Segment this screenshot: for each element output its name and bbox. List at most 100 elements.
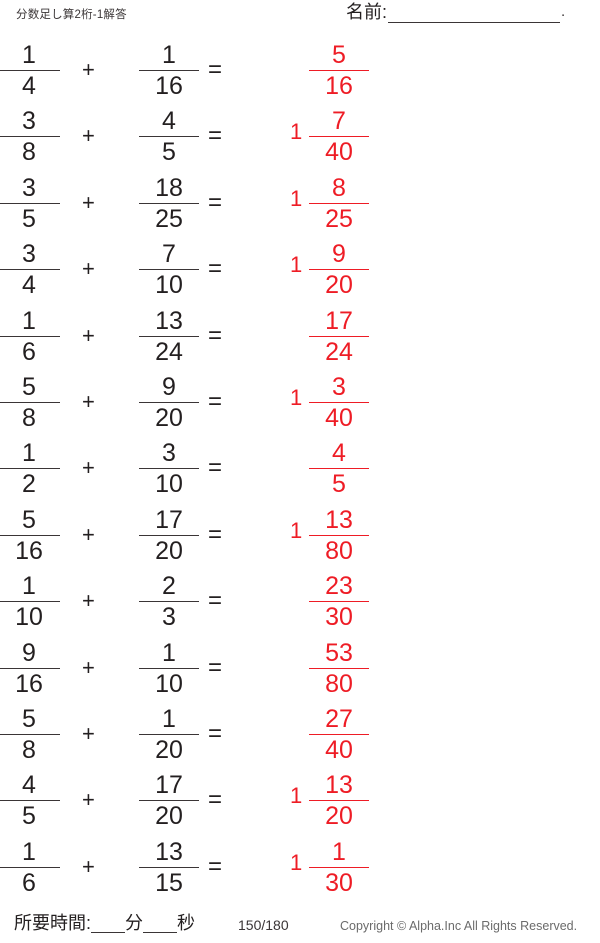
operand-2-denominator: 20	[155, 735, 183, 764]
time-seconds-input[interactable]	[143, 911, 178, 933]
operand-1-fraction-bar	[0, 136, 60, 138]
operand-1-numerator: 4	[22, 771, 36, 800]
operand-1-fraction-bar	[0, 70, 60, 71]
operand-1-numerator: 3	[22, 173, 36, 202]
equals-operator-icon: =	[208, 255, 223, 283]
answer-denominator: 16	[325, 72, 353, 100]
plus-operator-icon: +	[82, 720, 95, 746]
plus-operator-icon: +	[82, 123, 95, 149]
equals-operator-icon: =	[208, 653, 223, 681]
answer-fraction-bar	[309, 601, 369, 603]
operand-1-numerator: 5	[22, 505, 36, 534]
answer-fraction-bar	[309, 335, 369, 337]
answer-fraction-bar	[309, 136, 369, 138]
operand-1-numerator: 1	[22, 439, 36, 468]
operand-2-fraction-bar	[139, 468, 199, 470]
name-input[interactable]	[388, 3, 561, 23]
equals-operator-icon: =	[208, 321, 223, 349]
operand-1-fraction-bar	[0, 335, 60, 337]
operand-2-numerator: 18	[155, 173, 183, 202]
time-minutes-input[interactable]	[91, 911, 126, 933]
operand-2-fraction-bar	[139, 136, 199, 138]
operand-2-denominator: 25	[155, 204, 183, 233]
operand-1-denominator: 2	[22, 470, 36, 499]
answer-numerator: 53	[325, 638, 353, 667]
operand-2-fraction-bar	[139, 269, 199, 271]
answer-fraction-bar	[309, 202, 369, 204]
operand-2-denominator: 3	[162, 603, 176, 632]
answer-fraction-bar	[309, 269, 369, 271]
page-title: 分数足し算2桁-1解答	[16, 9, 127, 21]
operand-2-numerator: 17	[155, 505, 183, 534]
operand-1-denominator: 8	[22, 735, 36, 764]
answer-whole-number: 1	[290, 783, 303, 809]
operand-2-numerator: 1	[162, 704, 176, 733]
operand-2-denominator: 15	[155, 868, 183, 897]
operand-2-fraction-bar	[139, 534, 199, 536]
plus-operator-icon: +	[82, 588, 95, 614]
answer-numerator: 4	[332, 439, 346, 468]
answer-fraction-bar	[309, 733, 369, 735]
name-field: 名前: .	[346, 1, 565, 23]
answer-whole-number: 1	[290, 185, 303, 211]
answer-denominator: 40	[325, 735, 353, 764]
operand-2-numerator: 2	[162, 572, 176, 601]
operand-2-denominator: 20	[155, 802, 183, 831]
operand-1-fraction-bar	[0, 401, 60, 403]
copyright-notice: Copyright © Alpha.Inc All Rights Reserve…	[340, 919, 578, 933]
operand-2-numerator: 9	[162, 372, 176, 401]
operand-2-denominator: 16	[155, 72, 183, 100]
operand-1-fraction-bar	[0, 601, 60, 603]
plus-operator-icon: +	[82, 654, 95, 680]
equals-operator-icon: =	[208, 719, 223, 747]
operand-1-denominator: 16	[15, 536, 43, 565]
answer-fraction-bar	[309, 534, 369, 536]
name-field-label: 名前:	[346, 2, 388, 22]
operand-1-denominator: 10	[15, 603, 43, 632]
equals-operator-icon: =	[208, 520, 223, 548]
operand-1-numerator: 1	[22, 572, 36, 601]
equals-operator-icon: =	[208, 387, 223, 415]
answer-denominator: 30	[325, 868, 353, 897]
answer-numerator: 3	[332, 372, 346, 401]
operand-1-fraction-bar	[0, 202, 60, 204]
name-field-period: .	[561, 3, 566, 20]
operand-2-fraction-bar	[139, 401, 199, 403]
answer-whole-number: 1	[290, 517, 303, 543]
